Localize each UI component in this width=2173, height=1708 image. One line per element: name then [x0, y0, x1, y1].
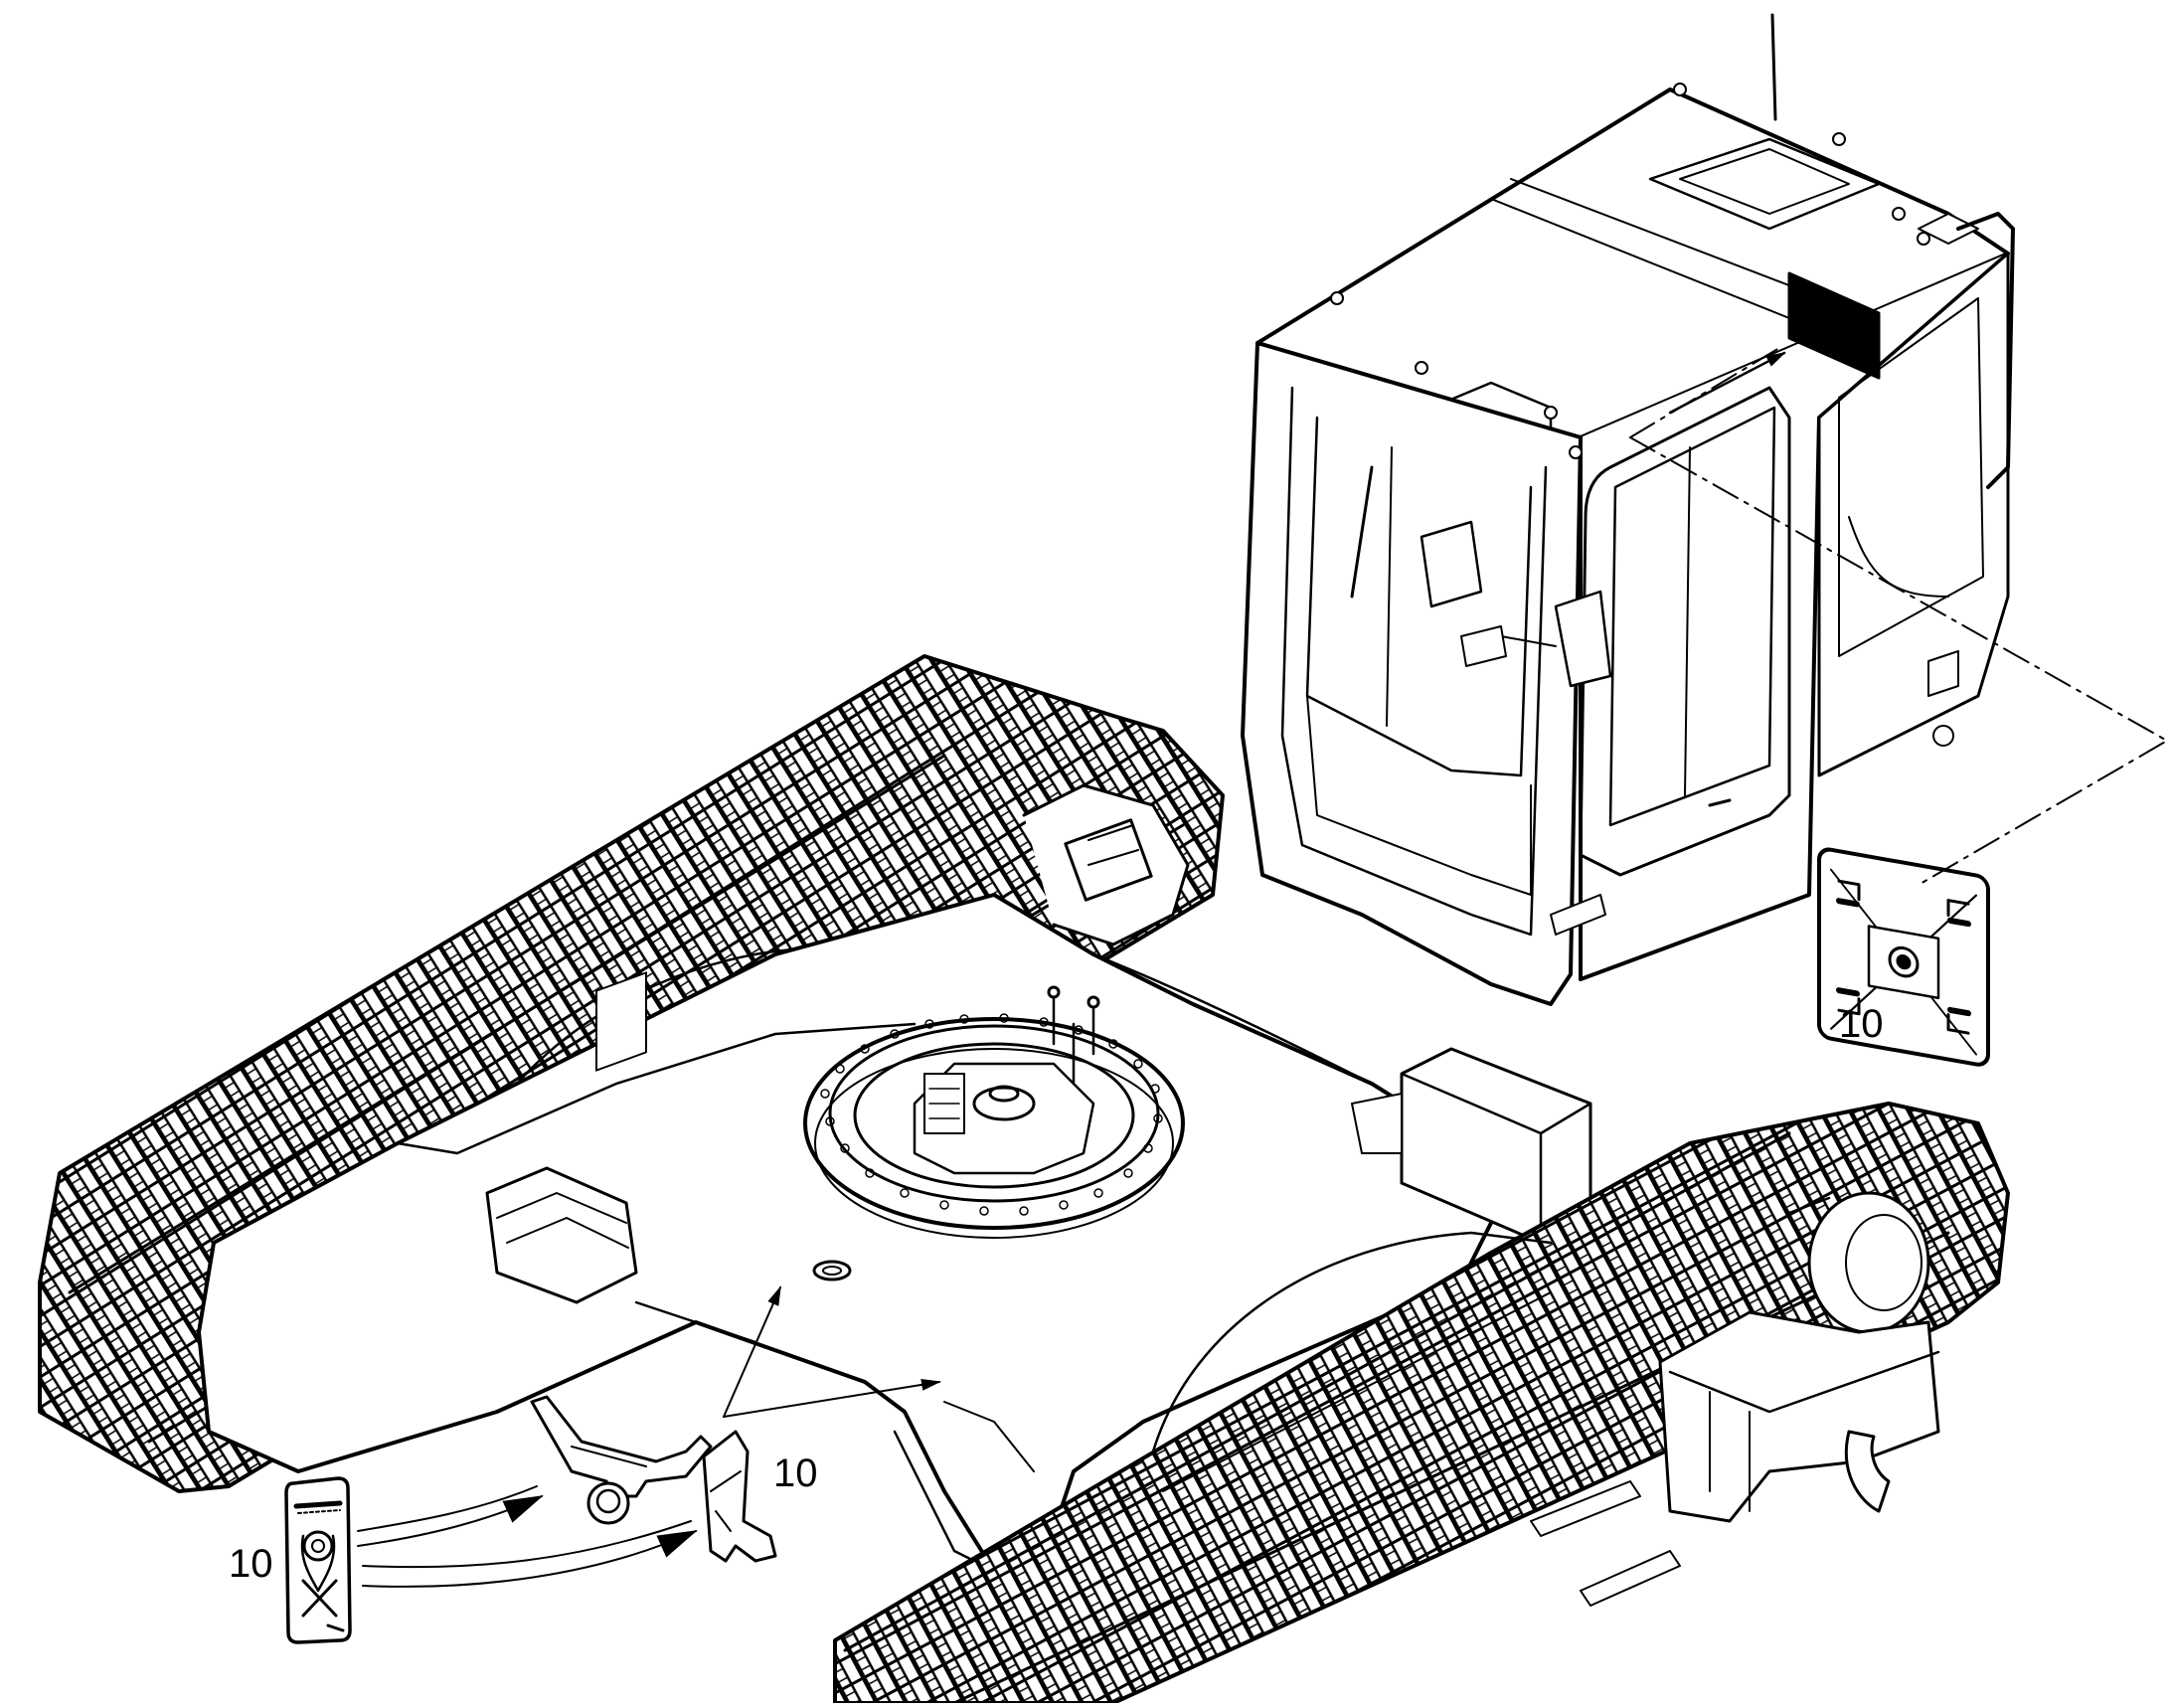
cab-decal-location [1787, 271, 1881, 380]
right-track [833, 1102, 2010, 1705]
car-body-frame [197, 893, 1592, 1573]
tie-down-point-icon [284, 1476, 352, 1644]
callout-frame-decal-left: 10 [229, 1542, 273, 1586]
lifting-point-warning-icon [1817, 847, 1990, 1067]
operator-cab [1241, 13, 2015, 1006]
swing-bearing [803, 985, 1185, 1239]
cab-bolts [1330, 83, 1930, 459]
leader-lines [357, 347, 2168, 1588]
callout-frame-decal-right: 10 [773, 1452, 818, 1495]
tie-down-hook-right [702, 1430, 777, 1563]
tie-down-hook-left [530, 1395, 713, 1525]
callout-cab-decal: 10 [1839, 1002, 1884, 1046]
